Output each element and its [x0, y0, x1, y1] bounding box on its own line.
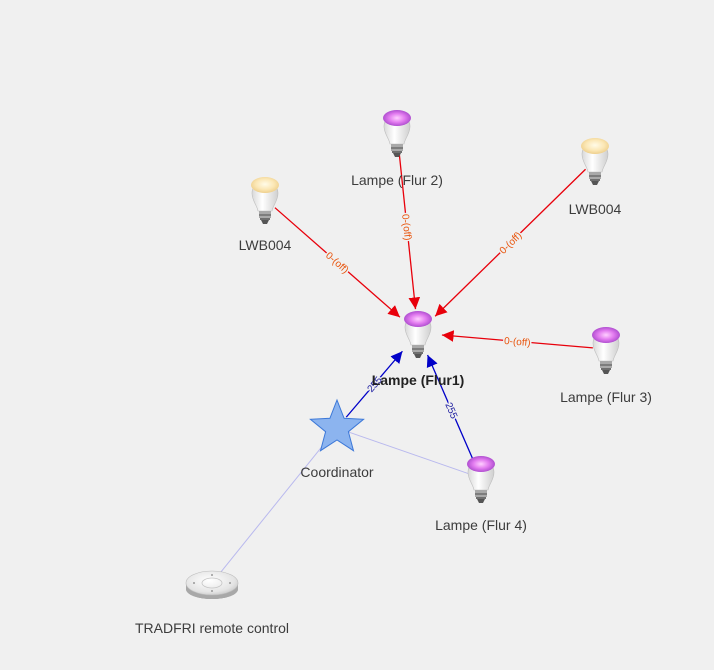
node-lwb_right[interactable]	[581, 138, 609, 185]
edge-lwb_right-flur1[interactable]	[434, 168, 587, 317]
edge-label-text: 255	[442, 401, 459, 421]
node-flur1[interactable]	[404, 311, 432, 358]
node-label-flur1: Lampe (Flur1)	[372, 372, 465, 388]
edge-label-text: 0-(off)	[323, 250, 350, 276]
edge-label-text: 0-(off)	[399, 213, 413, 240]
edge-flur2-flur1[interactable]	[397, 145, 421, 310]
edge-coordinator-remote[interactable]	[214, 430, 335, 581]
edge-coordinator-flur4[interactable]	[340, 428, 478, 478]
edge-flur3-flur1[interactable]	[441, 330, 593, 349]
node-flur4[interactable]	[467, 456, 495, 503]
node-coordinator[interactable]	[309, 398, 365, 452]
node-flur2[interactable]	[383, 110, 411, 157]
edge-label-flur4-flur1: 255	[441, 400, 461, 423]
remote-control-icon	[185, 570, 239, 599]
node-label-lwb_left: LWB004	[239, 237, 292, 253]
node-label-flur4: Lampe (Flur 4)	[435, 517, 527, 533]
coordinator-star-icon	[309, 398, 365, 452]
edge-flur4-flur1[interactable]	[426, 354, 477, 467]
node-label-coordinator: Coordinator	[300, 464, 373, 480]
node-label-lwb_right: LWB004	[569, 201, 622, 217]
node-flur3[interactable]	[592, 327, 620, 374]
node-label-remote: TRADFRI remote control	[135, 620, 289, 636]
color-bulb-icon	[383, 110, 411, 157]
edge-coordinator-flur1[interactable]	[345, 350, 403, 418]
node-lwb_left[interactable]	[251, 177, 279, 224]
edge-label-flur3-flur1: 0-(off)	[502, 334, 532, 350]
color-bulb-icon	[467, 456, 495, 503]
color-bulb-icon	[592, 327, 620, 374]
node-label-flur2: Lampe (Flur 2)	[351, 172, 443, 188]
edge-lwb_left-flur1[interactable]	[274, 207, 401, 318]
node-remote[interactable]	[185, 570, 239, 599]
edge-label-lwb_right-flur1: 0-(off)	[496, 229, 526, 258]
edge-label-text: 0-(off)	[498, 230, 525, 256]
white-bulb-icon	[251, 177, 279, 224]
edge-label-text: 0-(off)	[504, 336, 531, 349]
color-bulb-icon	[404, 311, 432, 358]
edge-label-lwb_left-flur1: 0-(off)	[322, 249, 352, 278]
white-bulb-icon	[581, 138, 609, 185]
node-label-flur3: Lampe (Flur 3)	[560, 389, 652, 405]
edge-label-flur2-flur1: 0-(off)	[398, 212, 415, 242]
